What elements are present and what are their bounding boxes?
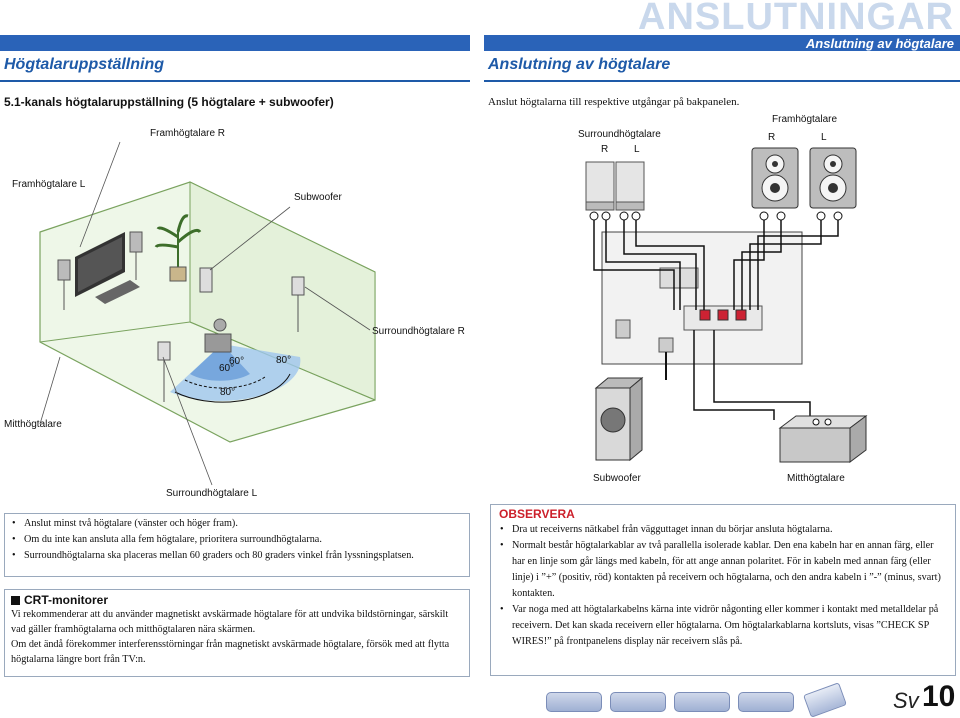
angle-label-1: 60° xyxy=(229,356,245,367)
label-center-wiring: Mitthögtalare xyxy=(787,473,845,484)
speaker-wiring-diagram xyxy=(585,147,868,463)
label-front-l-letter: L xyxy=(821,132,827,143)
left-section-title: Högtalaruppställning xyxy=(4,56,164,73)
remote-control-icon[interactable] xyxy=(803,682,847,718)
right-title-rule xyxy=(484,80,960,82)
angle-label-3: 80° xyxy=(276,355,292,366)
nav-index-button[interactable] xyxy=(610,692,666,712)
observera-item: Dra ut receiverns nätkabel från väggutta… xyxy=(499,522,947,538)
right-section-title: Anslutning av högtalare xyxy=(488,56,671,73)
setup-note-item: Surroundhögtalarna ska placeras mellan 6… xyxy=(11,548,463,564)
setup-subtitle: 5.1-kanals högtalaruppställning (5 högta… xyxy=(4,95,334,109)
label-surround-l: Surroundhögtalare L xyxy=(166,488,258,499)
observera-item: Normalt består högtalarkablar av två par… xyxy=(499,538,947,602)
setup-notes-box: Anslut minst två högtalare (vänster och … xyxy=(4,513,470,577)
header-bar-left xyxy=(0,35,470,51)
observera-item: Var noga med att högtalarkabelns kärna i… xyxy=(499,602,947,650)
nav-menu-button[interactable] xyxy=(674,692,730,712)
crt-paragraph-1: Vi rekommenderar att du använder magneti… xyxy=(11,609,449,635)
label-front-r-letter: R xyxy=(768,132,776,143)
observera-title: OBSERVERA xyxy=(499,507,575,521)
left-title-rule xyxy=(0,80,470,82)
observera-box: OBSERVERA Dra ut receiverns nätkabel frå… xyxy=(490,504,956,676)
crt-paragraph-2: Om det ändå förekommer interferensstörni… xyxy=(11,639,450,665)
setup-note-item: Om du inte kan ansluta alla fem högtalar… xyxy=(11,532,463,548)
nav-contents-button[interactable] xyxy=(546,692,602,712)
nav-back-button[interactable] xyxy=(738,692,794,712)
crt-title: CRT-monitorer xyxy=(24,593,108,607)
label-surround-l-letter: L xyxy=(634,144,640,155)
angle-label-4: 80° xyxy=(220,387,236,398)
square-bullet-icon xyxy=(11,595,20,605)
chapter-title: ANSLUTNINGAR xyxy=(638,0,954,38)
crt-heading: CRT-monitorer xyxy=(11,593,463,607)
chapter-subtitle: Anslutning av högtalare xyxy=(805,36,954,51)
crt-box: CRT-monitorer Vi rekommenderar att du an… xyxy=(4,589,470,677)
label-center: Mitthögtalare xyxy=(4,419,62,430)
label-surround-r: Surroundhögtalare R xyxy=(372,326,465,337)
label-surround-group: Surroundhögtalare xyxy=(578,129,661,140)
label-subwoofer-wiring: Subwoofer xyxy=(593,473,641,484)
label-subwoofer-room: Subwoofer xyxy=(294,192,342,203)
connection-intro: Anslut högtalarna till respektive utgång… xyxy=(488,96,740,108)
footer-language: Sv xyxy=(893,688,919,713)
angle-label-2: 60° xyxy=(219,363,235,374)
label-surround-r-letter: R xyxy=(601,144,609,155)
header-bar-right xyxy=(484,35,960,51)
label-front-r: Framhögtalare R xyxy=(150,128,226,139)
page-number: 10 xyxy=(922,680,956,713)
label-front-group: Framhögtalare xyxy=(772,114,838,125)
room-setup-diagram xyxy=(39,141,376,486)
setup-note-item: Anslut minst två högtalare (vänster och … xyxy=(11,516,463,532)
label-front-l: Framhögtalare L xyxy=(12,179,86,190)
